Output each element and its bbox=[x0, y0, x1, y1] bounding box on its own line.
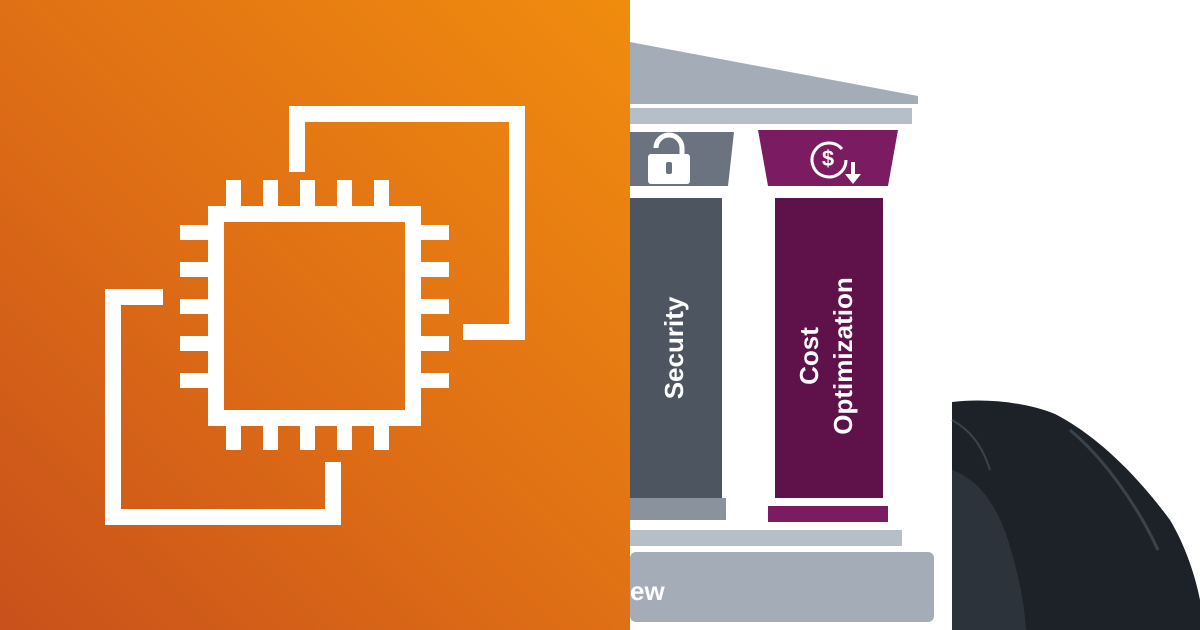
svg-text:$: $ bbox=[822, 146, 834, 171]
pillar-label-cost: Cost bbox=[794, 327, 824, 385]
pillar-label-security: Security bbox=[659, 296, 689, 399]
cost-capital bbox=[758, 130, 898, 186]
foundation-text: ew bbox=[630, 576, 665, 606]
security-base bbox=[630, 498, 726, 520]
pillars-panel: Security $ Cost Optimization ew bbox=[630, 0, 1200, 630]
chip-body bbox=[208, 206, 421, 426]
lock-icon bbox=[648, 132, 690, 184]
frame-top-right bbox=[289, 106, 525, 340]
person-photo bbox=[951, 400, 1200, 630]
dollar-down-icon: $ bbox=[810, 141, 861, 184]
security-shaft bbox=[630, 198, 722, 498]
chip-pins bbox=[180, 180, 449, 450]
pillar-label-optimization: Optimization bbox=[828, 277, 858, 434]
foundation bbox=[630, 552, 934, 622]
roof bbox=[630, 42, 918, 104]
foundation-top bbox=[630, 530, 902, 546]
ec2-instance-icon bbox=[0, 0, 630, 630]
roof-beam bbox=[630, 108, 912, 124]
frame-bottom-left bbox=[105, 289, 341, 525]
ec2-icon-panel bbox=[0, 0, 630, 630]
well-architected-pillars: Security $ Cost Optimization ew bbox=[630, 42, 1200, 630]
cost-shaft bbox=[775, 198, 883, 498]
cost-base bbox=[768, 506, 888, 522]
